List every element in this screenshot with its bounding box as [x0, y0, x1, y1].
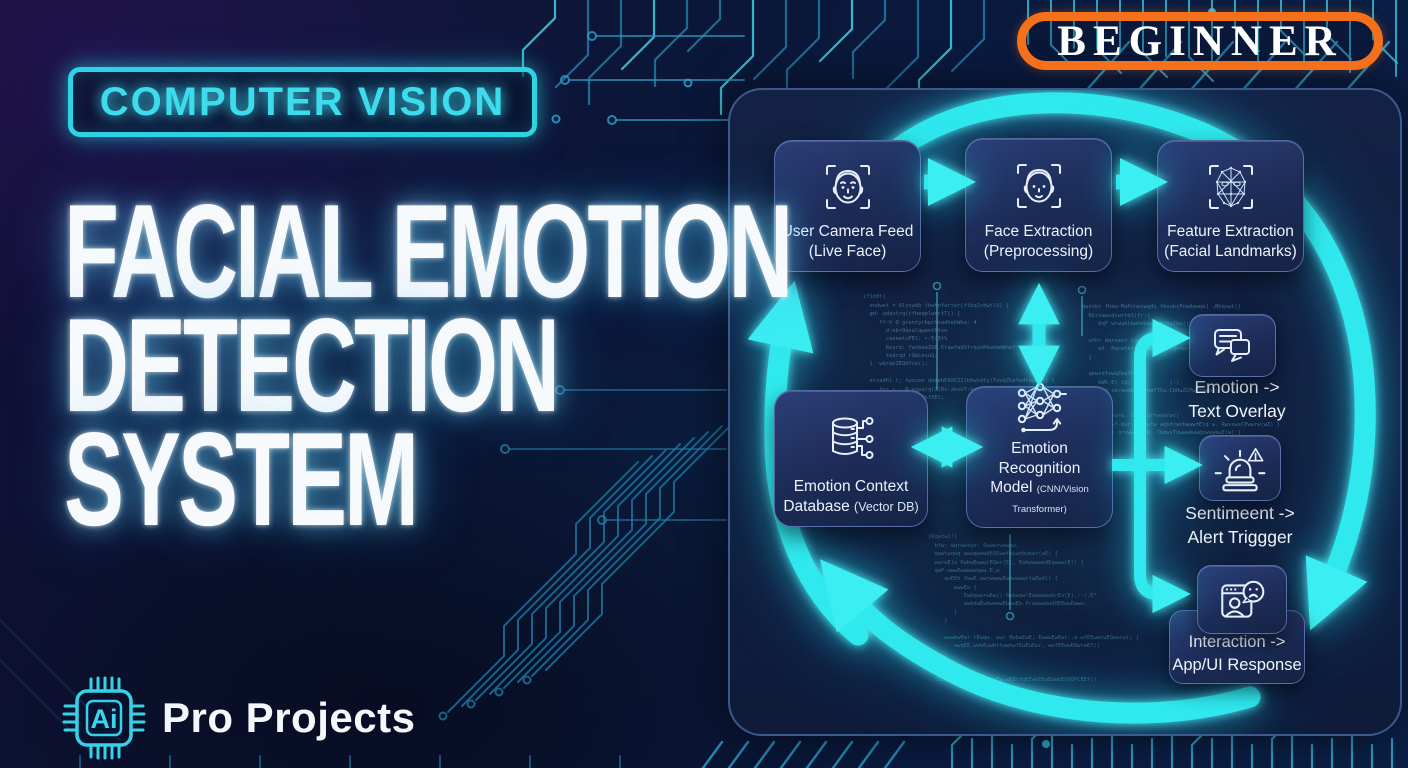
node-label: User Camera Feed (Live Face) [781, 223, 914, 261]
app-window-emotion-icon [1197, 565, 1287, 634]
node-feature-extraction: Feature Extraction (Facial Landmarks) [1157, 140, 1304, 272]
node-label: Emotion Context Database (Vector DB) [783, 478, 919, 516]
chip-label: Ai [90, 703, 118, 734]
level-badge: BEGINNER [1017, 12, 1383, 70]
ai-chip-icon: Ai [60, 674, 148, 762]
node-emotion-recognition-model: Emotion Recognition Model (CNN/Vision Tr… [966, 382, 1113, 528]
level-label: BEGINNER [1057, 17, 1343, 65]
face-scan-icon [1006, 149, 1072, 222]
diagram-panel: (fSt0t) endwet = 6lyswdb (bwtnfarter(ftb… [728, 88, 1402, 736]
neural-network-icon [1007, 373, 1073, 439]
node-label: Feature Extraction (Facial Landmarks) [1164, 223, 1297, 261]
label-emotion-text-overlay: Emotion -> Text Overlay [1188, 377, 1286, 421]
arrow-model-to-interaction [1134, 465, 1191, 614]
panel-circuit-bits [932, 281, 1087, 621]
node-face-extraction: Face Extraction (Preprocessing) [965, 138, 1112, 272]
arc-bottom-left [819, 559, 1261, 724]
connector-arrows-layer [910, 157, 1203, 614]
title-line-2: DETECTION [64, 292, 560, 441]
arrow-model-to-overlay [1134, 318, 1191, 465]
face-scan-icon [815, 151, 881, 222]
node-label: Emotion Recognition Model (CNN/Vision Tr… [990, 439, 1089, 516]
chat-bubbles-icon [1189, 314, 1276, 377]
node-label: Face Extraction (Preprocessing) [983, 223, 1094, 261]
category-badge: COMPUTER VISION [68, 67, 537, 137]
title-line-1: FACIAL EMOTION [64, 178, 793, 327]
chip-frame [62, 676, 146, 760]
brand-logo: Ai Pro Projects [60, 674, 415, 762]
code-snippet-bottom: [Rqwtw2!] bfw: wqrwwtwv: 6wwwrwwwqw, qww… [928, 534, 1139, 683]
vector-database-icon [818, 401, 884, 477]
siren-alert-icon [1199, 435, 1281, 501]
category-label: COMPUTER VISION [99, 79, 506, 124]
label-sentiment-alert-trigger: Sentimeent -> Alert Triggger [1185, 503, 1295, 547]
brand-name: Pro Projects [162, 694, 416, 741]
node-user-camera-feed: User Camera Feed (Live Face) [774, 140, 921, 272]
title-line-3: SYSTEM [64, 406, 419, 555]
code-snippet-left: (fSt0t) endwet = 6lyswdb (bwtnfarter(ftb… [863, 294, 1055, 417]
page-title: FACIAL EMOTION DETECTION SYSTEM [64, 186, 793, 555]
face-mesh-icon [1198, 151, 1264, 222]
